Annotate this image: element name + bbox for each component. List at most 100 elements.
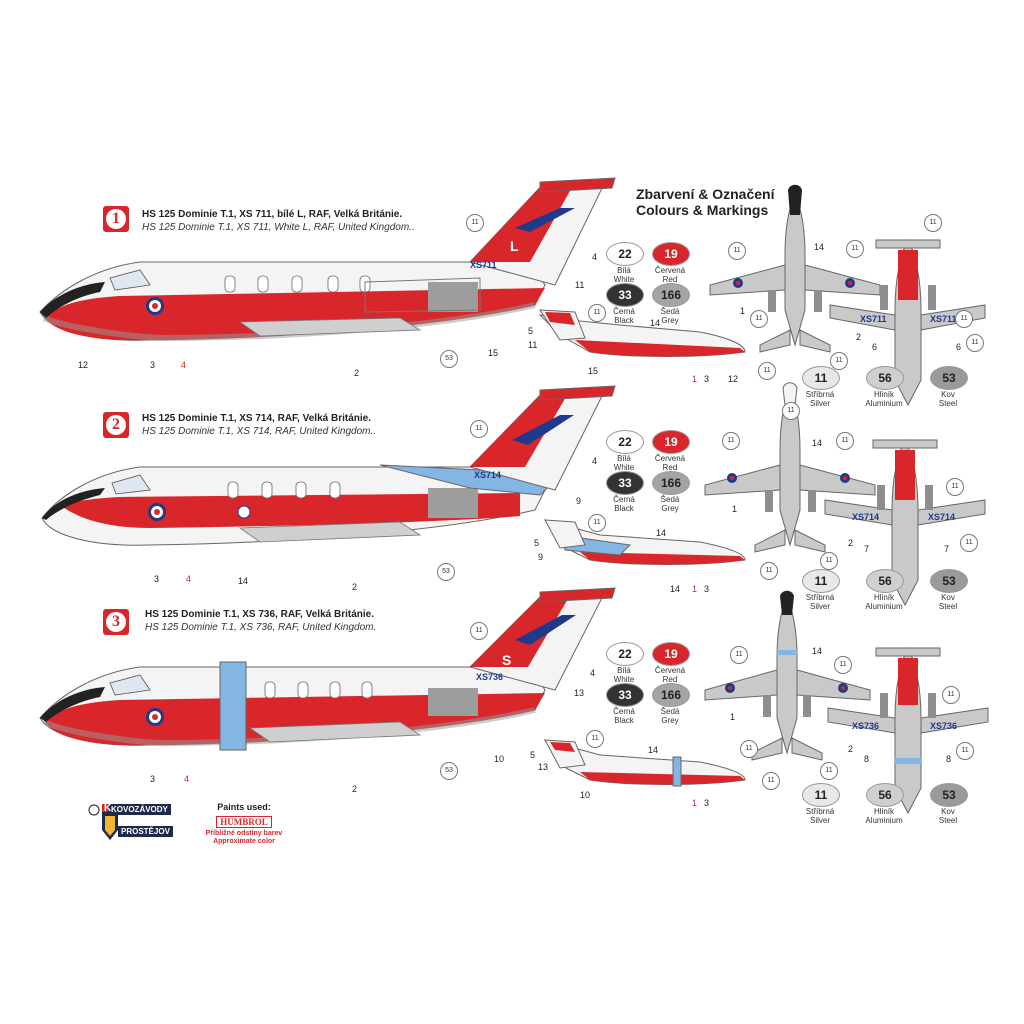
paint-chip-22: 22 [606,642,644,666]
callout-3: 3 [150,360,156,370]
paint-chip-56-name-cz: Hliník [873,807,894,816]
scheme-3-badge: 3 [103,609,129,635]
paints-note-en: Approximate color [213,838,275,845]
callout-11: 11 [588,304,606,322]
paint-chip-53: 53 [930,783,968,807]
logo-letter: K [104,803,112,814]
scheme-1-bottom-view [829,238,986,407]
callout-4: 4 [184,774,190,784]
logo-line1: KOVOZÁVODY [108,804,171,815]
scheme-2-caption-en: HS 125 Dominie T.1, XS 714, RAF, United … [142,426,377,437]
paint-chip-166: 166 [652,683,690,707]
callout-11: 11 [846,240,864,258]
paint-chip-56-name-en: Aluminium [865,602,903,611]
paint-chip-11-name-en: Silver [809,602,830,611]
callout-2: 2 [352,582,358,592]
scheme-2-serial-underside-left: XS714 [852,512,880,522]
paint-chip-56-name-cz: Hliník [873,593,894,602]
callout-1: 1 [692,374,698,384]
callout-1: 1 [740,306,746,316]
scheme-1-serial-underside-left: XS711 [860,314,887,324]
paint-chip-22-name-cz: Bílá [617,666,631,675]
paint-chip-22-name-en: White [613,275,635,284]
paint-chip-53: 53 [930,366,968,390]
paint-chip-22-name-cz: Bílá [617,454,631,463]
callout-53: 53 [440,350,458,368]
callout-7: 7 [944,544,950,554]
heading-czech: Zbarvení & Označení [636,186,775,202]
callout-11: 11 [470,622,488,640]
scheme-2-top-view [704,382,876,553]
callout-8: 8 [946,754,952,764]
callout-11: 11 [956,742,974,760]
callout-11: 11 [586,730,604,748]
paint-chip-166-name-en: Grey [661,716,679,725]
scheme-2-serial: XS714 [474,470,502,480]
scheme-3-side-view [39,587,616,751]
scheme-3-tail-letter: S [502,652,512,668]
paints-used: Paints used: HUMBROL Přibližné odstíny b… [200,802,288,846]
scheme-1-tail-letter: L [510,238,519,254]
callout-12: 12 [78,360,89,370]
paint-chip-19-name-en: Red [662,463,678,472]
callout-11: 11 [730,646,748,664]
callout-2: 2 [354,368,360,378]
paint-chip-33-name-en: Black [614,716,634,725]
callout-11: 11 [960,534,978,552]
scheme-1-top-view [709,184,881,353]
paint-chip-19: 19 [652,242,690,266]
scheme-2-serial-underside-right: XS714 [928,512,956,522]
paint-chip-19: 19 [652,642,690,666]
paint-chip-33-name-cz: Černá [613,707,635,716]
paint-chip-19: 19 [652,430,690,454]
callout-11: 11 [966,334,984,352]
humbrol-brand: HUMBROL [216,816,272,828]
callout-11: 11 [750,310,768,328]
callout-10: 10 [494,754,505,764]
scheme-1-caption-en: HS 125 Dominie T.1, XS 711, White L, RAF… [142,222,415,233]
callout-13: 13 [574,688,585,698]
callout-3: 3 [150,774,156,784]
callout-14: 14 [650,318,661,328]
callout-11: 11 [946,478,964,496]
scheme-3-serial: XS736 [476,672,504,682]
callout-11: 11 [820,762,838,780]
callout-14: 14 [812,646,823,656]
paint-chip-166-name-cz: Šedá [660,707,680,716]
paint-chip-166-name-en: Grey [661,316,679,325]
paint-chip-11-name-cz: Stříbrná [805,807,835,816]
scheme-3-caption-cz: HS 125 Dominie T.1, XS 736, RAF, Velká B… [145,609,374,620]
callout-2: 2 [848,538,854,548]
callout-3: 3 [154,574,160,584]
callout-11: 11 [924,214,942,232]
paint-chip-56-name-en: Aluminium [865,399,903,408]
callout-53: 53 [437,563,455,581]
scheme-1-caption-cz: HS 125 Dominie T.1, XS 711, bílé L, RAF,… [142,209,403,220]
callout-11: 11 [955,310,973,328]
scheme-3-serial-underside-left: XS736 [852,721,880,731]
paint-chip-56: 56 [866,783,904,807]
paint-chip-19-name-cz: Červená [654,266,686,275]
paint-chip-166: 166 [652,283,690,307]
paint-chip-22-name-en: White [613,675,635,684]
paint-chip-33: 33 [606,683,644,707]
callout-14: 14 [238,576,249,586]
scheme-2-bottom-view [824,438,986,607]
callout-4: 4 [592,456,598,466]
callout-11: 11 [782,402,800,420]
callout-4: 4 [592,252,598,262]
paint-chip-53-name-en: Steel [938,399,958,408]
scheme-1-side-view [39,177,616,342]
callout-3: 3 [704,374,710,384]
callout-2: 2 [848,744,854,754]
paint-chip-166: 166 [652,471,690,495]
scheme-3-caption-en: HS 125 Dominie T.1, XS 736, RAF, United … [145,622,377,633]
callout-6: 6 [956,342,962,352]
callout-1: 1 [692,584,698,594]
paint-chip-53-name-cz: Kov [941,807,955,816]
callout-11: 11 [830,352,848,370]
paint-chip-11-name-en: Silver [809,399,830,408]
callout-3: 3 [704,584,710,594]
paint-chip-33-name-cz: Černá [613,495,635,504]
paint-chip-53-name-en: Steel [938,602,958,611]
